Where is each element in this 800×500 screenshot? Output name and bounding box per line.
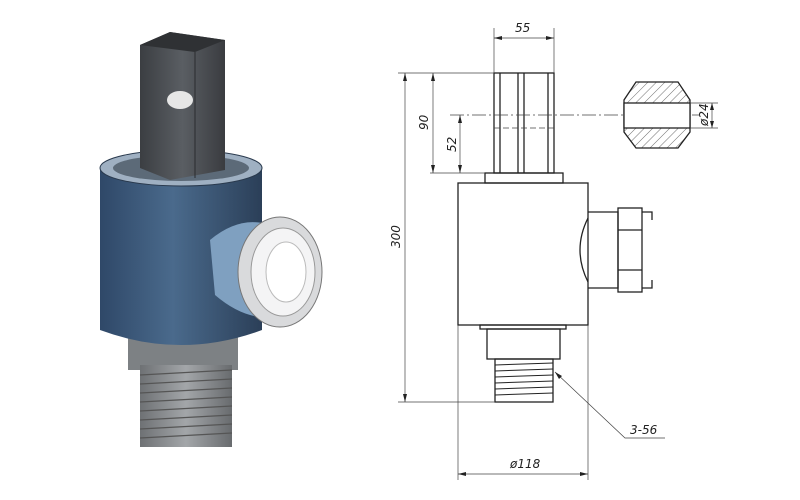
dimension-lines <box>398 28 718 480</box>
thread-outline <box>494 358 554 403</box>
dim-total-height: 300 <box>389 225 403 248</box>
body-outline <box>457 182 589 326</box>
shaft-hole <box>167 91 193 109</box>
dim-thread: 3-56 <box>630 423 658 437</box>
thread-3d <box>128 335 238 447</box>
swivel-joint-3d-render <box>99 32 323 447</box>
dim-shaft-width: 55 <box>515 21 530 35</box>
dim-hole-diameter: ø24 <box>697 103 711 127</box>
section-view <box>623 81 691 149</box>
coupling-3d <box>210 216 323 328</box>
dim-shaft-height: 90 <box>417 114 431 130</box>
orthographic-view: 55 300 90 52 ø24 3-56 ø118 <box>389 21 718 480</box>
square-shaft-3d <box>140 32 225 180</box>
dim-body-diameter: ø118 <box>509 457 541 471</box>
dim-hole-position: 52 <box>445 137 459 152</box>
